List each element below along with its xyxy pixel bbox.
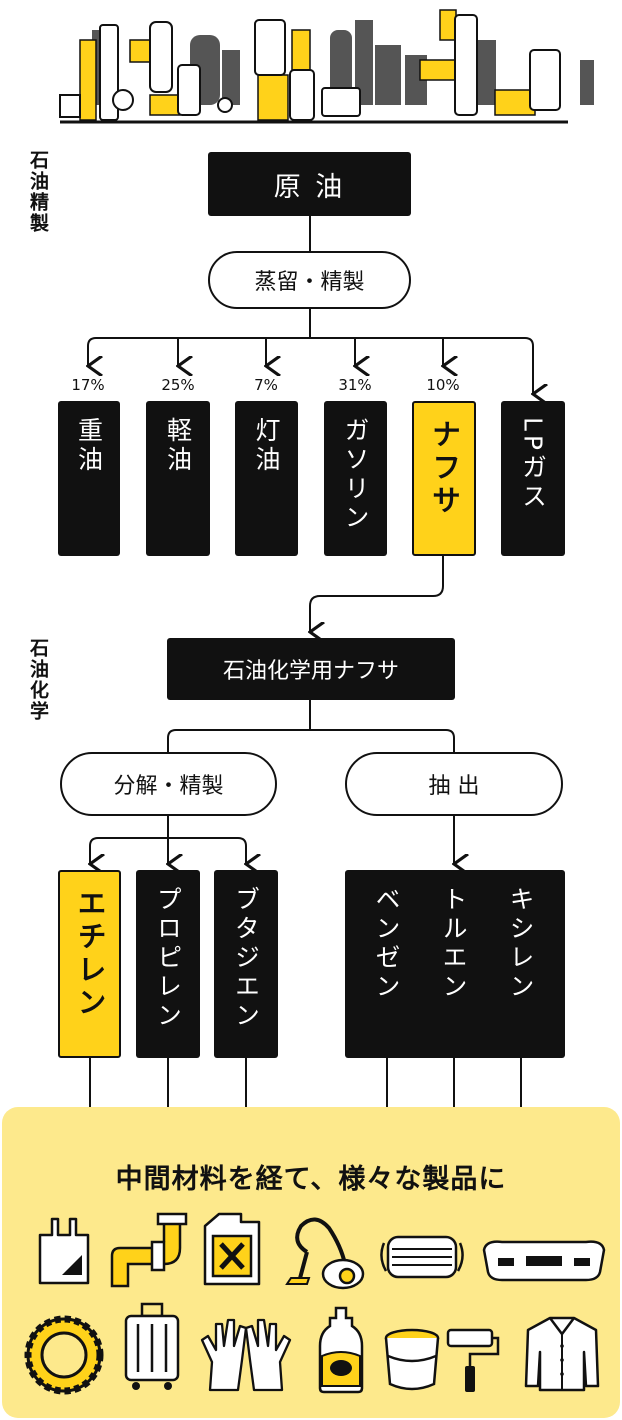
pipe-icon [110, 1212, 188, 1288]
fraction-label: 灯油 [252, 417, 281, 475]
petrochem-naphtha-label: 石油化学用ナフサ [222, 659, 399, 684]
distillation-pill: 蒸留・精製 [208, 251, 411, 309]
face-mask-icon [380, 1235, 464, 1279]
fraction-pct: 31% [338, 376, 372, 394]
aromatics-box [345, 870, 565, 1058]
olefin-label: ブタジエン [231, 886, 261, 1031]
section-label-refining: 石油精製 [27, 150, 49, 234]
tire-icon [24, 1315, 104, 1395]
suitcase-icon [124, 1302, 180, 1390]
fraction-pct: 7% [254, 376, 278, 394]
crude-oil-box: 原 油 [208, 152, 411, 216]
fraction-label: ガソリン [341, 417, 370, 533]
fraction-diesel: 軽油 [146, 401, 210, 556]
fraction-pct: 17% [71, 376, 105, 394]
fuel-can-icon [203, 1212, 261, 1286]
aromatic-xylene: キシレン [506, 886, 535, 1002]
extraction-pill: 抽 出 [345, 752, 563, 816]
factory-illustration-icon [59, 9, 594, 124]
fraction-label: ナフサ [427, 419, 462, 518]
fraction-pct: 25% [161, 376, 195, 394]
petrochem-naphtha-box: 石油化学用ナフサ [167, 638, 455, 700]
cracking-label: 分解・精製 [113, 774, 224, 799]
fraction-kerosene: 灯油 [235, 401, 298, 556]
products-title: 中間材料を経て、様々な製品に [115, 1164, 507, 1195]
olefin-label: プロピレン [153, 886, 183, 1031]
extraction-label: 抽 出 [428, 774, 480, 799]
aromatic-toluene: トルエン [439, 886, 468, 1002]
olefin-ethylene: エチレン [58, 870, 121, 1058]
distillation-label: 蒸留・精製 [254, 270, 365, 295]
plastic-bag-icon [38, 1217, 90, 1285]
detergent-bottle-icon [318, 1306, 364, 1394]
paint-can-roller-icon [384, 1328, 500, 1392]
gloves-icon [200, 1318, 292, 1392]
fraction-heavy-oil: 重油 [58, 401, 120, 556]
crude-oil-label: 原 油 [273, 171, 346, 203]
fraction-label: LPガス [518, 417, 548, 513]
fraction-lpg: LPガス [501, 401, 565, 556]
car-bumper-icon [482, 1240, 606, 1282]
fraction-naphtha: ナフサ [412, 401, 476, 556]
section-label-petrochem: 石油化学 [27, 638, 49, 722]
cracking-pill: 分解・精製 [60, 752, 277, 816]
fraction-gasoline: ガソリン [324, 401, 387, 556]
fraction-pct: 10% [426, 376, 460, 394]
olefin-butadiene: ブタジエン [214, 870, 278, 1058]
vacuum-cleaner-icon [285, 1217, 365, 1290]
fraction-label: 重油 [74, 417, 104, 475]
aromatic-benzene: ベンゼン [372, 886, 401, 1002]
olefin-propylene: プロピレン [136, 870, 200, 1058]
shirt-icon [524, 1316, 600, 1392]
fraction-label: 軽油 [163, 417, 193, 475]
olefin-label: エチレン [73, 888, 107, 1020]
